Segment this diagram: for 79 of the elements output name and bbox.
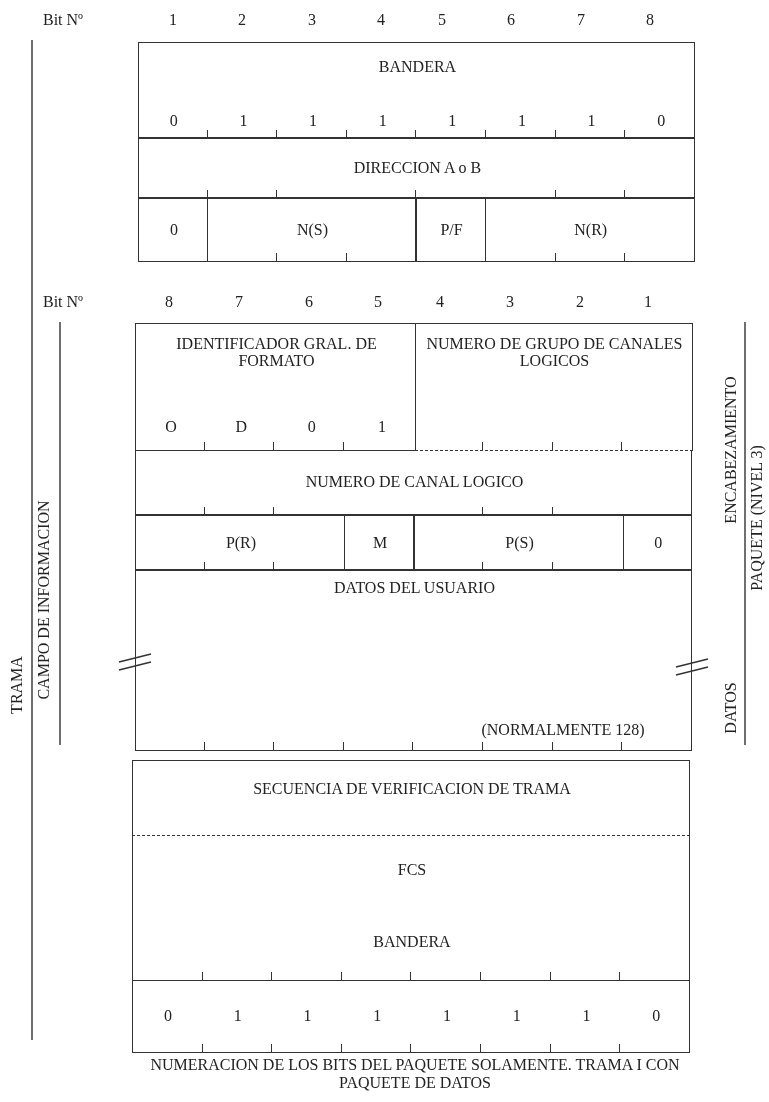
field-box xyxy=(135,323,416,451)
field-box xyxy=(414,323,693,451)
bit-number: 3 xyxy=(308,11,316,29)
field-label: N(S) xyxy=(295,221,330,239)
bit-number: 7 xyxy=(235,293,243,311)
bit-value: 1 xyxy=(377,113,388,130)
bit-value: 1 xyxy=(586,113,597,130)
field-label: M xyxy=(371,534,389,552)
field-box xyxy=(138,137,695,199)
bit-number: 5 xyxy=(438,11,446,29)
bit-number: 2 xyxy=(238,11,246,29)
field-box xyxy=(484,197,695,262)
side-label: TRAMA xyxy=(8,656,26,714)
field-label: FCS xyxy=(396,862,428,879)
field-label: IDENTIFICADOR GRAL. DE FORMATO xyxy=(175,336,378,370)
bit-value: O xyxy=(164,419,178,436)
bit-value: 1 xyxy=(516,113,527,130)
bit-value: 1 xyxy=(372,1008,383,1025)
field-label: BANDERA xyxy=(372,934,452,951)
bit-number: 2 xyxy=(576,293,584,311)
field-box xyxy=(138,197,208,262)
field-label: P(S) xyxy=(504,534,535,552)
side-label: ENCABEZAMIENTO xyxy=(722,376,740,524)
field-label: 0 xyxy=(653,534,664,552)
field-box xyxy=(135,514,345,571)
field-label: DATOS DEL USUARIO xyxy=(333,580,496,597)
bit-value: 1 xyxy=(511,1008,522,1025)
field-box xyxy=(132,980,690,1053)
field-box xyxy=(415,197,486,262)
bit-value: D xyxy=(234,419,249,436)
bit-value: 1 xyxy=(447,113,458,130)
field-box xyxy=(343,514,415,571)
field-label: 0 xyxy=(169,221,179,239)
bit-value: 1 xyxy=(376,419,387,436)
bit-number: 1 xyxy=(644,293,652,311)
bit-value: 1 xyxy=(238,113,249,130)
bit-value: 1 xyxy=(302,1008,313,1025)
row-heading: Bit Nº xyxy=(42,293,84,311)
bit-number: 4 xyxy=(377,11,385,29)
bit-number: 8 xyxy=(165,293,173,311)
bit-value: 0 xyxy=(168,113,179,130)
field-label: N(R) xyxy=(573,221,609,239)
field-box xyxy=(135,450,692,516)
bit-number: 5 xyxy=(374,293,382,311)
field-label: P/F xyxy=(439,221,464,239)
bit-value: 0 xyxy=(306,419,317,436)
bit-value: 1 xyxy=(441,1008,452,1025)
row-heading: Bit Nº xyxy=(42,11,84,29)
bit-value: 1 xyxy=(232,1008,243,1025)
bit-number: 6 xyxy=(305,293,313,311)
side-label: DATOS xyxy=(722,682,740,734)
bit-value: 0 xyxy=(656,113,667,130)
bit-number: 1 xyxy=(169,11,177,29)
bit-number: 3 xyxy=(506,293,514,311)
field-box xyxy=(135,569,692,751)
field-box xyxy=(413,514,624,571)
field-box xyxy=(622,514,692,571)
field-box xyxy=(132,834,690,981)
bit-value: 1 xyxy=(308,113,319,130)
side-label: CAMPO DE INFORMACION xyxy=(35,500,53,700)
field-label: NUMERO DE CANAL LOGICO xyxy=(304,474,525,491)
field-box xyxy=(138,42,695,139)
bit-number: 4 xyxy=(436,293,444,311)
field-label: DIRECCION A o B xyxy=(352,160,483,177)
bit-number: 7 xyxy=(577,11,585,29)
field-box xyxy=(132,760,690,836)
field-label: P(R) xyxy=(224,534,258,552)
field-label: BANDERA xyxy=(377,59,458,76)
field-label: SECUENCIA DE VERIFICACION DE TRAMA xyxy=(252,781,572,798)
bit-number: 6 xyxy=(507,11,515,29)
bit-value: 0 xyxy=(651,1008,662,1025)
field-label: (NORMALMENTE 128) xyxy=(480,722,646,739)
field-label: NUMERO DE GRUPO DE CANALES LOGICOS xyxy=(425,336,684,370)
bit-number: 8 xyxy=(646,11,654,29)
side-label: PAQUETE (NIVEL 3) xyxy=(748,445,766,591)
field-box xyxy=(206,197,417,262)
bit-value: 0 xyxy=(162,1008,173,1025)
bit-value: 1 xyxy=(581,1008,592,1025)
caption: NUMERACION DE LOS BITS DEL PAQUETE SOLAMENTE. TRAMA I CON PAQUETE DE DATOS xyxy=(150,1056,680,1093)
